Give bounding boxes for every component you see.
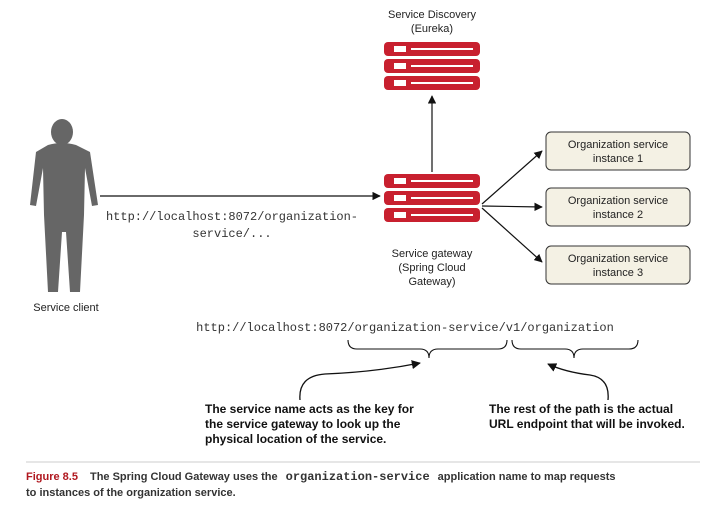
client-label: Service client [33,302,98,314]
gateway-to-instance-2-arrow [481,202,543,212]
request-url-line-1: http://localhost:8072/organization- [106,210,358,224]
instance-2-title: Organization service [568,195,668,207]
gateway-subtitle-2: Gateway) [408,276,455,288]
gateway-server-icon [384,174,480,222]
instance-3-title: Organization service [568,253,668,265]
note-right-line-1: The rest of the path is the actual [489,402,673,416]
note-left-line-2: the service gateway to look up the [205,417,401,431]
service-name-brace [347,339,508,359]
instance-box-2: Organization service instance 2 [545,187,691,227]
note-left-line-3: physical location of the service. [205,432,386,446]
caption-text-after: application name to map requests [438,471,616,483]
note-left-line-1: The service name acts as the key for [205,402,414,416]
caption-text-before: The Spring Cloud Gateway uses the [90,471,278,483]
discovery-server-icon [384,42,480,90]
caption-label: Figure 8.5 [26,471,78,483]
caption-line-2: to instances of the organization service… [26,487,236,499]
gateway-subtitle-1: (Spring Cloud [398,262,465,274]
endpoint-pointer-arrow [547,363,609,401]
endpoint-path-brace [511,339,639,359]
caption-code: organization-service [286,470,430,484]
person-icon [30,119,98,292]
instance-box-3: Organization service instance 3 [545,245,691,285]
request-url-line-2: service/... [192,227,271,241]
gateway-title: Service gateway [392,248,473,260]
instance-1-title: Organization service [568,139,668,151]
full-url: http://localhost:8072/organization-servi… [196,321,614,335]
gateway-to-instance-3-arrow [481,207,543,263]
instance-2-subtitle: instance 2 [593,209,643,221]
gateway-to-instance-1-arrow [481,150,543,205]
instance-3-subtitle: instance 3 [593,267,643,279]
instance-box-1: Organization service instance 1 [545,131,691,171]
caption-line-1: Figure 8.5 The Spring Cloud Gateway uses… [26,467,616,484]
service-name-pointer-arrow [299,360,421,401]
discovery-title: Service Discovery [388,9,477,21]
instance-1-subtitle: instance 1 [593,153,643,165]
note-right-line-2: URL endpoint that will be invoked. [489,417,685,431]
discovery-subtitle: (Eureka) [411,23,453,35]
